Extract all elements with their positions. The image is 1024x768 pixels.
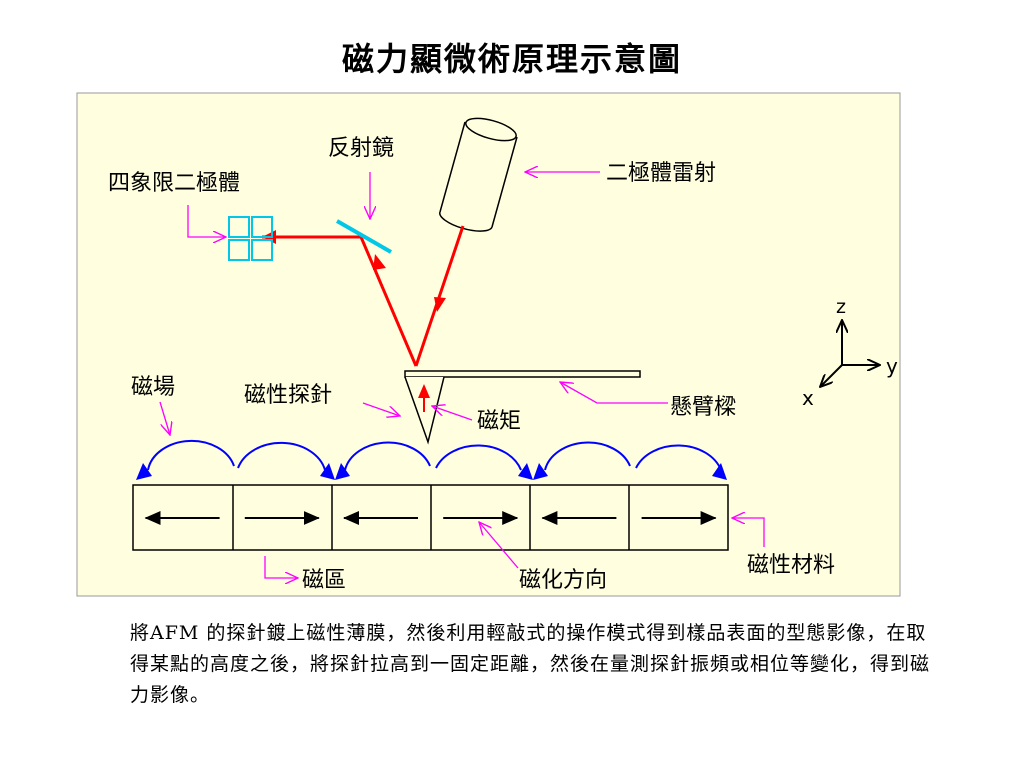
magnetic-field-lines <box>147 439 722 471</box>
label-magnetic-material: 磁性材料 <box>747 553 835 578</box>
magnetic-field-arrowheads <box>136 463 727 480</box>
magnetic-material <box>132 484 729 551</box>
description-text: 將AFM 的探針鍍上磁性薄膜，然後利用輕敲式的操作模式得到樣品表面的型態影像，在… <box>130 622 931 706</box>
label-magnetic-tip: 磁性探針 <box>244 383 332 408</box>
label-axis-y: y <box>886 354 898 378</box>
page-title: 磁力顯微術原理示意圖 <box>341 40 682 78</box>
axis-indicator <box>820 320 880 387</box>
label-laser-diode: 二極體雷射 <box>606 161 716 186</box>
label-magnetic-domain: 磁區 <box>302 568 346 593</box>
magnetic-moment-arrow <box>418 384 430 412</box>
label-quadrant-photodiode: 四象限二極體 <box>108 171 240 196</box>
callout-lines <box>159 172 765 578</box>
laser-diode-icon <box>439 117 518 232</box>
label-magnetic-moment: 磁矩 <box>477 409 521 434</box>
label-magnetic-field: 磁場 <box>131 375 175 400</box>
label-magnetization-direction: 磁化方向 <box>519 568 607 593</box>
label-axis-z: z <box>836 296 846 318</box>
quadrant-photodiode-icon <box>228 216 273 261</box>
label-axis-x: x <box>802 386 814 410</box>
label-cantilever: 懸臂樑 <box>670 395 736 420</box>
label-mirror: 反射鏡 <box>328 136 394 161</box>
laser-beam <box>262 225 465 367</box>
mirror-icon <box>336 219 392 254</box>
